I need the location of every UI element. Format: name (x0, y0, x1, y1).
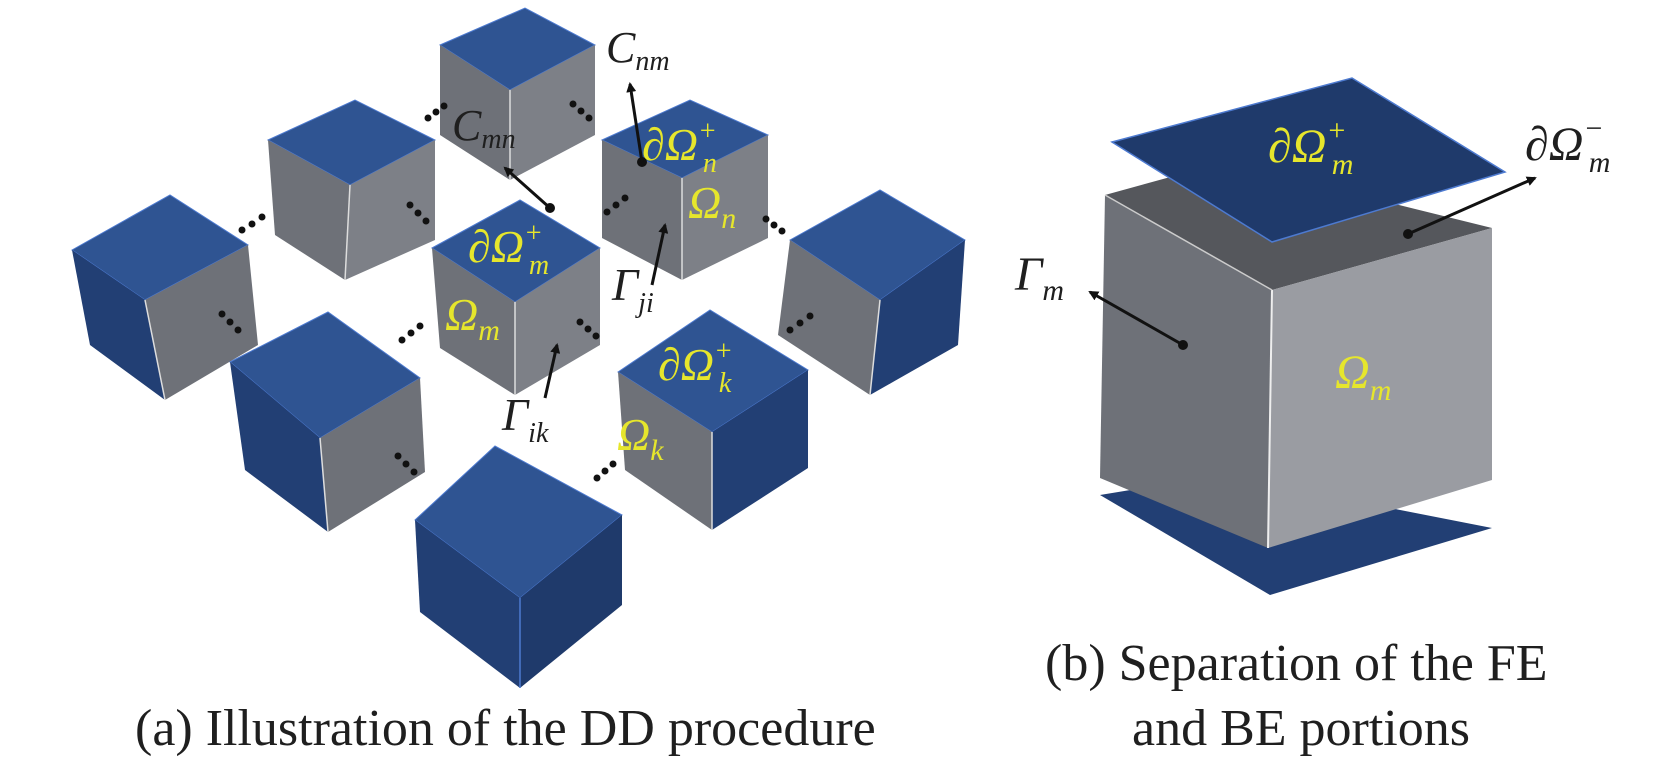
label-omega-n: Ωn (688, 177, 736, 235)
label-c-mn: Cmn (452, 101, 516, 155)
panel-a: Cnm Cmn ∂Ω+n Ωn ∂Ω+m Ωm Γji Γik ∂Ω+k Ωk … (71, 7, 966, 757)
label-domega-k-plus: ∂Ω+k (658, 336, 733, 399)
cube-b-left-face (1100, 195, 1272, 548)
label-omega-m: Ωm (445, 289, 500, 347)
cube-bottom (414, 445, 623, 688)
panel-b: ∂Ω+m ∂Ω−m Γm Ωm (b) Separation of the FE… (1014, 77, 1610, 757)
cube-m (431, 199, 601, 395)
caption-a: (a) Illustration of the DD procedure (135, 700, 876, 757)
caption-b-line1: (b) Separation of the FE (1045, 635, 1548, 692)
arrow-gamma-m (1088, 290, 1188, 350)
label-omega-k: Ωk (617, 409, 664, 467)
arrow-c-nm (626, 82, 647, 167)
label-domega-n-plus: ∂Ω+n (642, 116, 717, 179)
connection-dots (218, 100, 814, 482)
cube-far-right (778, 189, 966, 396)
label-b-omega-m: Ωm (1335, 346, 1391, 407)
label-gamma-ik: Γik (501, 389, 549, 449)
cube-k (617, 309, 809, 530)
arrow-c-mn (503, 166, 555, 213)
cube-b-right-face (1268, 228, 1492, 548)
label-b-gamma-m: Γm (1014, 248, 1064, 307)
arrow-gamma-ik (543, 343, 561, 399)
label-b-domega-minus: ∂Ω−m (1525, 112, 1610, 179)
top-plate (1110, 77, 1507, 243)
cube-top (438, 7, 597, 180)
label-b-domega-plus: ∂Ω+m (1268, 114, 1353, 181)
label-gamma-ji: Γji (611, 259, 654, 319)
cube-lower-left (229, 311, 425, 533)
caption-b-line2: and BE portions (1132, 700, 1470, 757)
cube-far-left (71, 194, 258, 401)
arrow-gamma-ji (650, 223, 669, 286)
arrow-domega-minus (1403, 176, 1537, 239)
cube-upper-left (266, 99, 437, 281)
label-domega-m-plus: ∂Ω+m (468, 218, 549, 281)
label-c-nm: Cnm (606, 23, 670, 77)
